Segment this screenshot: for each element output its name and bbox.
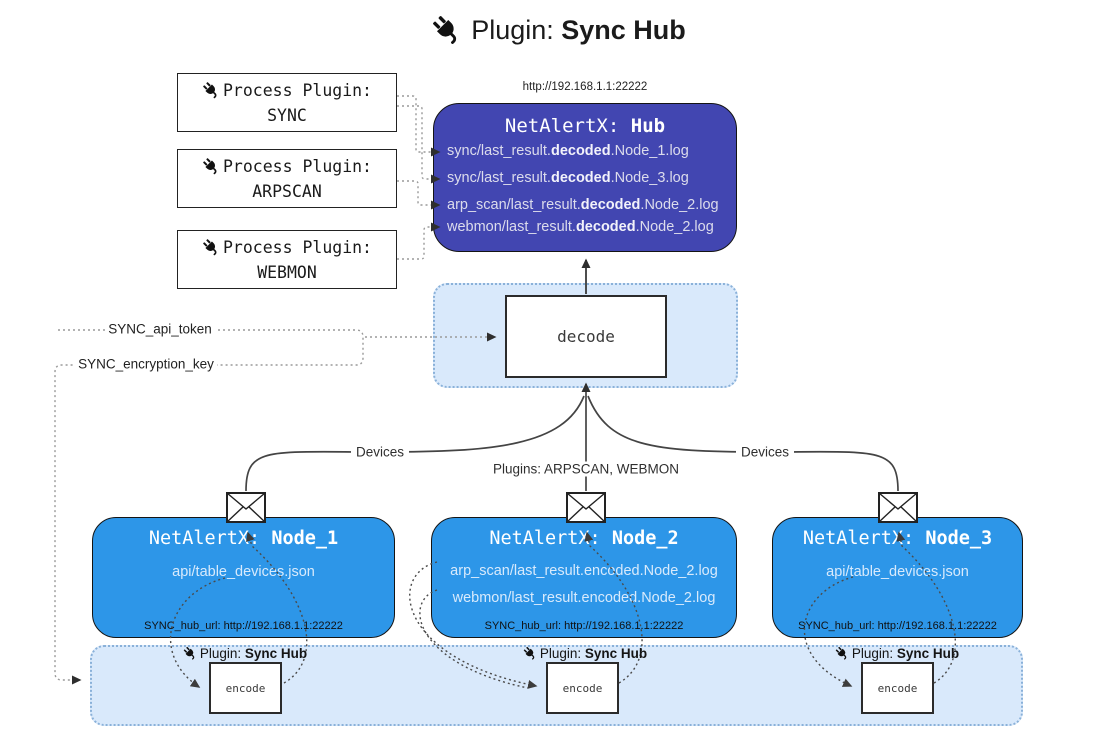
edge-label-devices-left: Devices <box>350 444 410 460</box>
hub-url-label: http://192.168.1.1:22222 <box>522 81 648 93</box>
encode-box-2: encode <box>546 662 619 714</box>
plug-icon <box>431 14 464 47</box>
hub-file: sync/last_result.decoded.Node_1.log <box>447 143 689 159</box>
encode-box-3: encode <box>861 662 934 714</box>
node-file: api/table_devices.json <box>826 564 969 580</box>
decode-box: decode <box>505 295 667 378</box>
encode-plugin-label-2: Plugin: Sync Hub <box>523 646 647 661</box>
plug-icon <box>202 157 221 176</box>
encode-plugin-label-3: Plugin: Sync Hub <box>835 646 959 661</box>
process-plugin-name: SYNC <box>267 105 307 125</box>
page-title: Plugin: Sync Hub <box>0 14 1117 47</box>
page-title-text: Plugin: Sync Hub <box>471 15 686 45</box>
process-plugin-name: ARPSCAN <box>252 181 322 201</box>
node-2: NetAlertX: Node_2 arp_scan/last_result.e… <box>431 517 737 638</box>
sync-api-token-label: SYNC_api_token <box>105 321 215 337</box>
node-hub-url: SYNC_hub_url: http://192.168.1.1:22222 <box>798 620 997 632</box>
encode-plugin-label-1: Plugin: Sync Hub <box>183 646 307 661</box>
edge-label-plugins: Plugins: ARPSCAN, WEBMON <box>487 461 685 477</box>
plug-icon <box>835 646 850 661</box>
hub-title: NetAlertX: Hub <box>504 115 666 137</box>
process-plugin-label: Process Plugin: <box>222 80 372 100</box>
node-title: NetAlertX: Node_3 <box>802 528 993 549</box>
plug-icon <box>183 646 198 661</box>
node-1: NetAlertX: Node_1 api/table_devices.json… <box>92 517 395 638</box>
sync-encryption-key-label: SYNC_encryption_key <box>75 356 217 372</box>
process-plugin-name: WEBMON <box>257 262 317 282</box>
node-title: NetAlertX: Node_1 <box>148 528 339 549</box>
node-file: api/table_devices.json <box>172 564 315 580</box>
process-plugin-label: Process Plugin: <box>222 237 372 257</box>
node-title: NetAlertX: Node_2 <box>489 528 679 549</box>
node-3: NetAlertX: Node_3 api/table_devices.json… <box>772 517 1023 638</box>
node-hub-url: SYNC_hub_url: http://192.168.1.1:22222 <box>144 620 343 632</box>
node-file: webmon/last_result.encoded.Node_2.log <box>452 590 716 606</box>
hub-file: sync/last_result.decoded.Node_3.log <box>447 170 689 186</box>
process-plugin-webmon: Process Plugin: WEBMON <box>177 230 397 289</box>
plug-icon <box>202 81 221 100</box>
hub-file: webmon/last_result.decoded.Node_2.log <box>447 219 714 235</box>
hub-file: arp_scan/last_result.decoded.Node_2.log <box>447 197 719 213</box>
node-hub-url: SYNC_hub_url: http://192.168.1.1:22222 <box>484 620 684 632</box>
process-plugin-arpscan: Process Plugin: ARPSCAN <box>177 149 397 208</box>
plug-icon <box>523 646 538 661</box>
node-file: arp_scan/last_result.encoded.Node_2.log <box>450 563 718 579</box>
encode-box-1: encode <box>209 662 282 714</box>
plug-icon <box>202 238 221 257</box>
edge-label-devices-right: Devices <box>735 444 795 460</box>
hub-node: NetAlertX: Hub sync/last_result.decoded.… <box>433 103 737 252</box>
process-plugin-label: Process Plugin: <box>222 156 372 176</box>
process-plugin-sync: Process Plugin: SYNC <box>177 73 397 132</box>
